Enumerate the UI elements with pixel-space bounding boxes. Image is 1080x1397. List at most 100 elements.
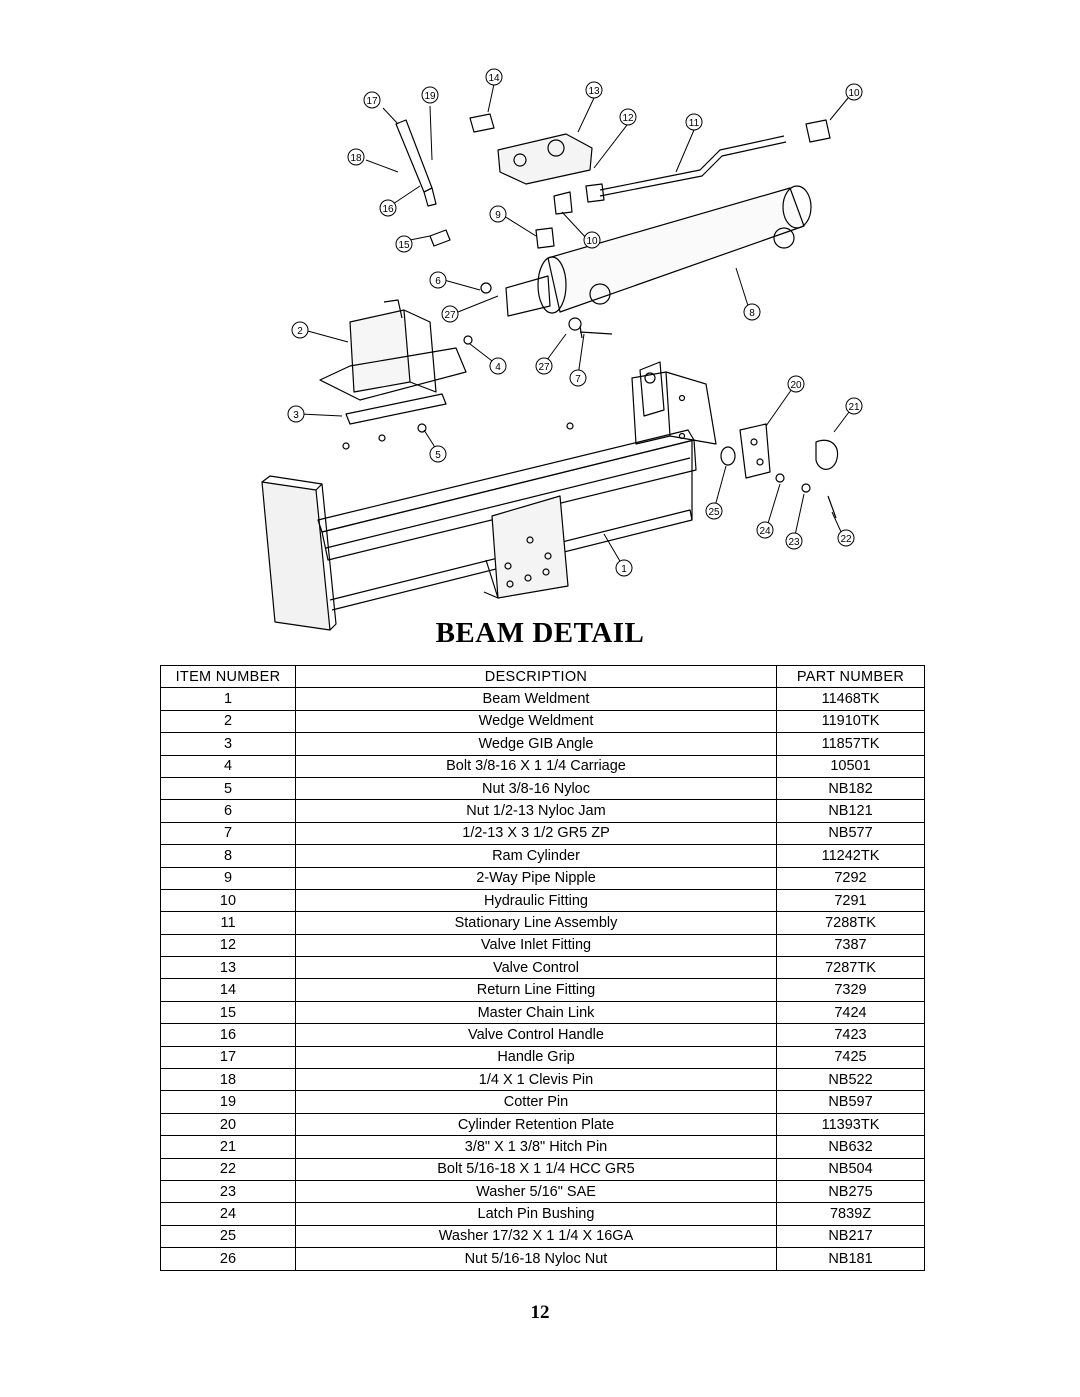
- cell-description: Nut 3/8-16 Nyloc: [295, 776, 777, 800]
- cell-part-number: NB504: [776, 1157, 925, 1181]
- cell-description: Nut 1/2-13 Nyloc Jam: [295, 799, 777, 823]
- callout-24: 24: [756, 521, 774, 539]
- svg-text:4: 4: [495, 362, 501, 373]
- svg-text:7: 7: [575, 374, 581, 385]
- callout-19: 19: [421, 86, 439, 104]
- callout-17: 17: [363, 91, 381, 109]
- cell-item-number: 8: [160, 844, 296, 868]
- cell-description: Handle Grip: [295, 1045, 777, 1069]
- svg-text:6: 6: [435, 276, 441, 287]
- cell-item-number: 9: [160, 866, 296, 890]
- cell-description: 1/2-13 X 3 1/2 GR5 ZP: [295, 821, 777, 845]
- callout-3: 3: [287, 405, 305, 423]
- svg-text:12: 12: [622, 113, 634, 124]
- cell-description: Wedge GIB Angle: [295, 732, 777, 756]
- page-number: 12: [530, 1302, 550, 1323]
- cell-part-number: 7287TK: [776, 956, 925, 979]
- header-item-number: ITEM NUMBER: [160, 664, 296, 689]
- svg-text:5: 5: [435, 450, 441, 461]
- exploded-parts-diagram: 1 2 3 4 5 6 7 8 9 10 10 11 12 13 14 15 1…: [261, 68, 863, 631]
- cell-description: 1/4 X 1 Clevis Pin: [295, 1068, 777, 1091]
- callout-14: 14: [485, 68, 503, 86]
- svg-text:9: 9: [495, 210, 501, 221]
- cell-part-number: NB275: [776, 1179, 925, 1203]
- callout-13: 13: [585, 81, 603, 99]
- svg-text:20: 20: [790, 380, 802, 391]
- cell-item-number: 6: [160, 799, 296, 823]
- cell-item-number: 21: [160, 1135, 296, 1159]
- cell-part-number: 11910TK: [776, 709, 925, 733]
- cell-item-number: 2: [160, 709, 296, 733]
- callout-25: 25: [705, 502, 723, 520]
- callout-6: 6: [429, 271, 447, 289]
- svg-text:1: 1: [621, 564, 627, 575]
- cell-description: Bolt 5/16-18 X 1 1/4 HCC GR5: [295, 1157, 777, 1181]
- svg-text:27: 27: [538, 362, 550, 373]
- svg-text:22: 22: [840, 534, 852, 545]
- cell-description: 2-Way Pipe Nipple: [295, 866, 777, 890]
- callout-4: 4: [489, 357, 507, 375]
- cell-item-number: 11: [160, 911, 296, 935]
- cell-part-number: NB522: [776, 1068, 925, 1091]
- callout-1: 1: [615, 559, 633, 577]
- cell-part-number: 7329: [776, 978, 925, 1002]
- callout-27b: 27: [535, 357, 553, 375]
- cell-part-number: 11468TK: [776, 687, 925, 711]
- svg-text:15: 15: [398, 240, 410, 251]
- callout-22: 22: [837, 529, 855, 547]
- callout-8: 8: [743, 303, 761, 321]
- cell-description: Nut 5/16-18 Nyloc Nut: [295, 1247, 777, 1271]
- svg-text:27: 27: [444, 310, 456, 321]
- cell-part-number: 10501: [776, 754, 925, 778]
- cell-part-number: 7424: [776, 1000, 925, 1024]
- callout-11: 11: [685, 113, 703, 131]
- callout-27a: 27: [441, 305, 459, 323]
- svg-text:10: 10: [848, 88, 860, 99]
- cell-item-number: 14: [160, 978, 296, 1002]
- cell-item-number: 23: [160, 1179, 296, 1203]
- cell-description: Ram Cylinder: [295, 844, 777, 868]
- cell-description: Cylinder Retention Plate: [295, 1112, 777, 1136]
- svg-text:23: 23: [788, 537, 800, 548]
- cell-item-number: 17: [160, 1045, 296, 1069]
- cell-part-number: 7839Z: [776, 1202, 925, 1226]
- cell-item-number: 13: [160, 956, 296, 979]
- svg-text:16: 16: [382, 204, 394, 215]
- cell-description: Valve Inlet Fitting: [295, 933, 777, 957]
- callout-12: 12: [619, 108, 637, 126]
- cell-description: Valve Control: [295, 956, 777, 979]
- cell-part-number: NB181: [776, 1247, 925, 1271]
- cell-part-number: 11857TK: [776, 732, 925, 756]
- cell-item-number: 26: [160, 1247, 296, 1271]
- callout-10b: 10: [845, 83, 863, 101]
- cell-part-number: NB597: [776, 1090, 925, 1114]
- table-header-row: ITEM NUMBER DESCRIPTION PART NUMBER: [160, 664, 925, 689]
- cell-description: Bolt 3/8-16 X 1 1/4 Carriage: [295, 754, 777, 778]
- svg-text:11: 11: [689, 118, 700, 129]
- callout-7: 7: [569, 369, 587, 387]
- header-part-number: PART NUMBER: [776, 664, 925, 689]
- cell-item-number: 19: [160, 1090, 296, 1114]
- callout-23: 23: [785, 532, 803, 550]
- cell-description: Return Line Fitting: [295, 978, 777, 1002]
- cell-description: Master Chain Link: [295, 1000, 777, 1024]
- svg-text:10: 10: [586, 236, 598, 247]
- callout-20: 20: [787, 375, 805, 393]
